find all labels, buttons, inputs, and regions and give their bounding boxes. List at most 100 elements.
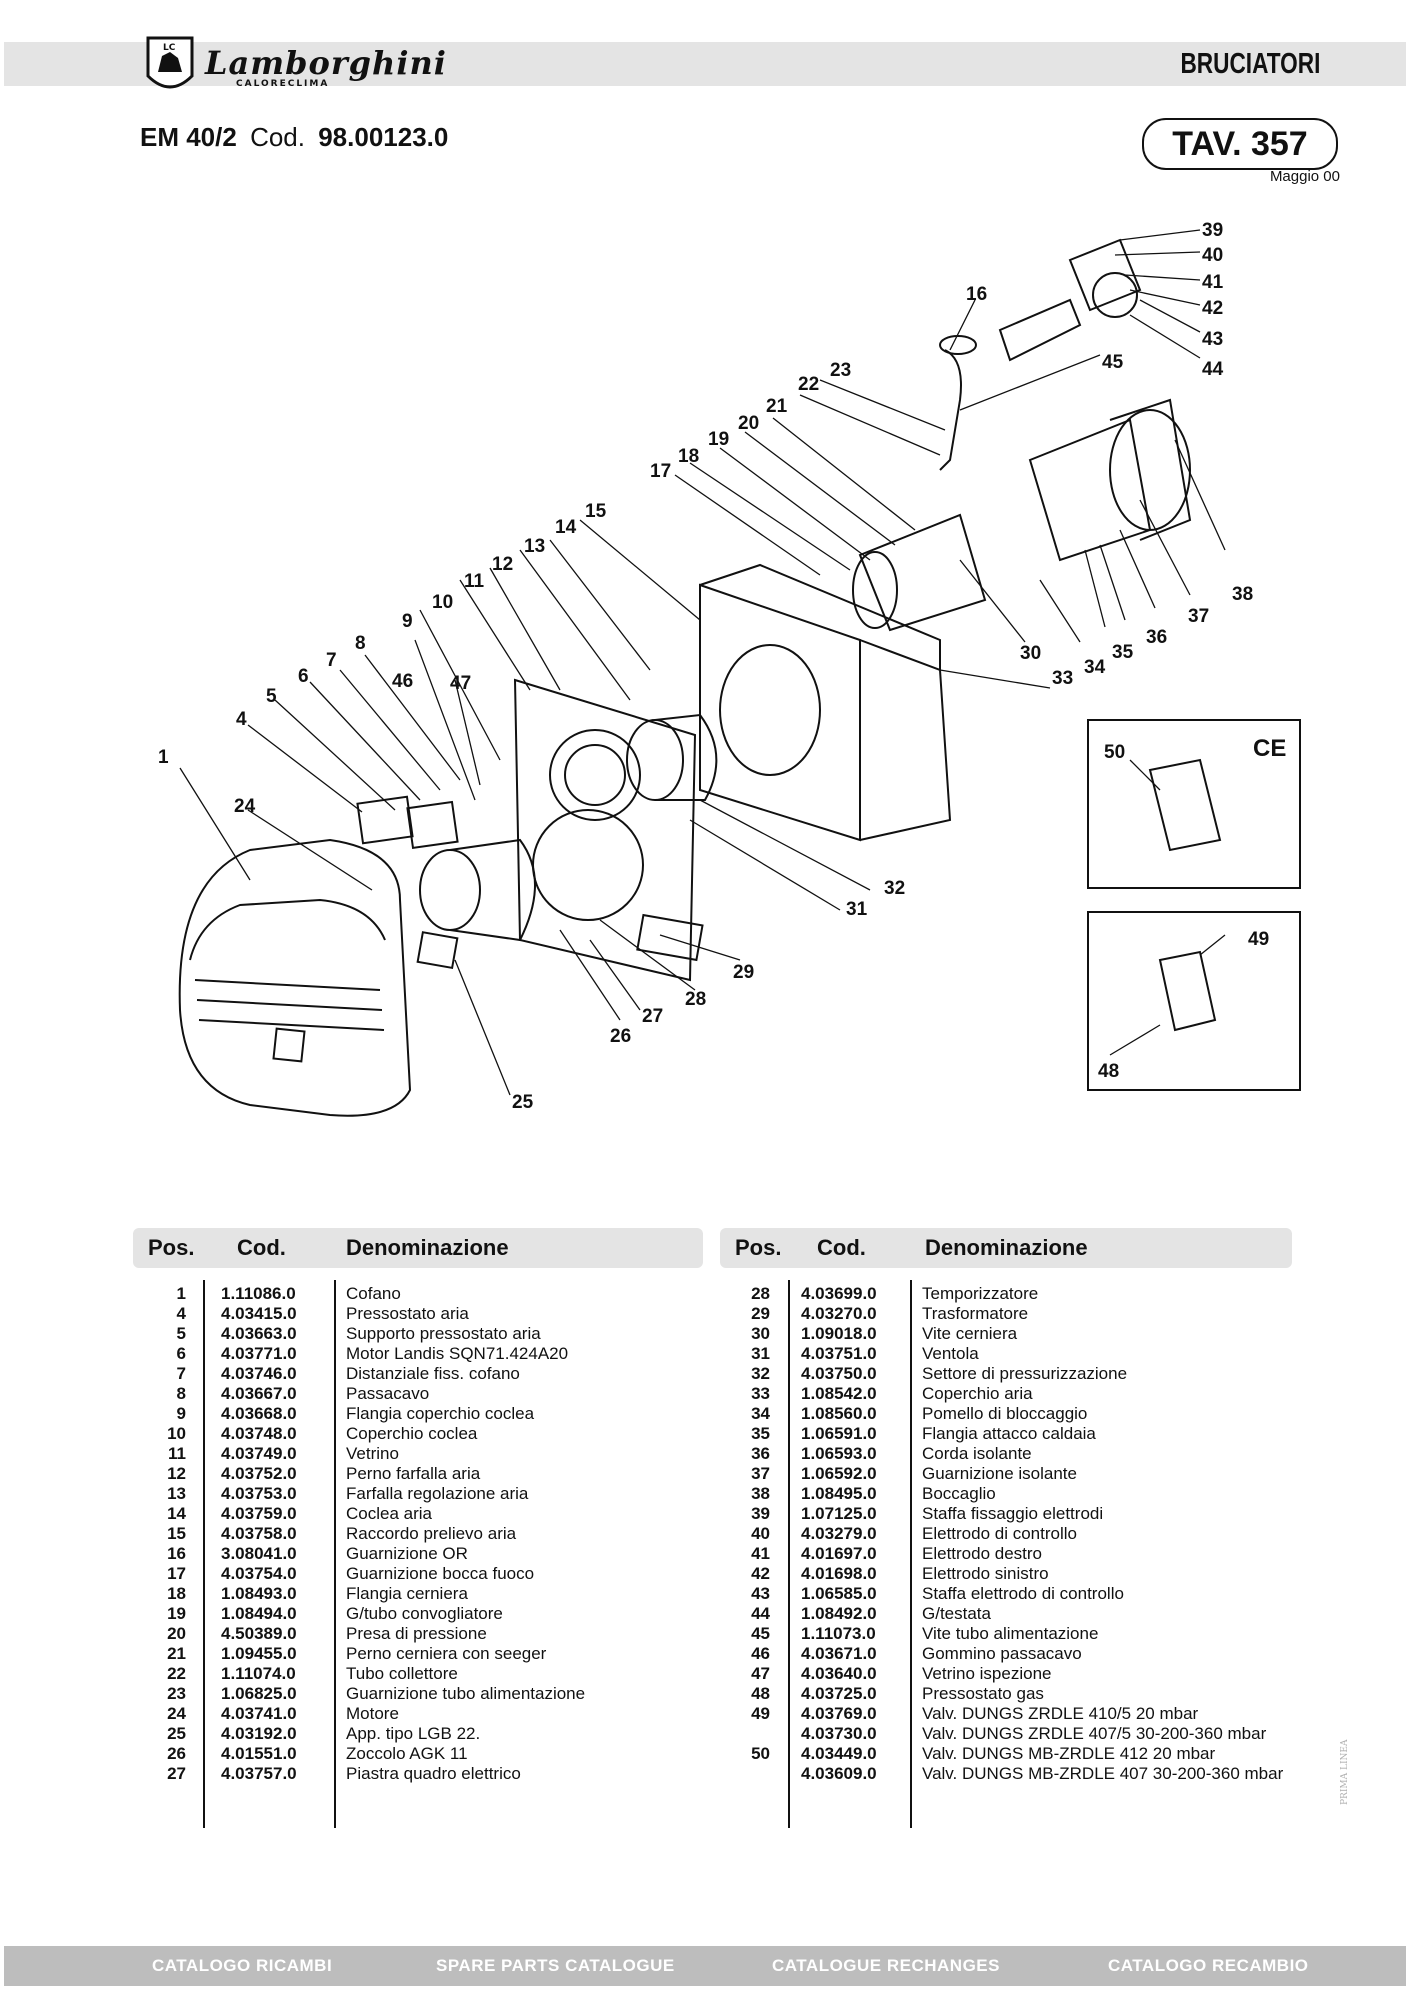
footer-label: CATALOGUE RECHANGES: [772, 1956, 1000, 1975]
row-code: 4.03192.0: [221, 1724, 297, 1743]
row-pos: 46: [751, 1644, 770, 1663]
row-code: 1.11073.0: [801, 1624, 876, 1643]
column-rule: [910, 1280, 912, 1828]
model-code: 98.00123.0: [318, 122, 449, 152]
row-code: 4.01551.0: [221, 1744, 297, 1763]
callout: 43: [1202, 329, 1223, 350]
row-description: Guarnizione OR: [346, 1544, 468, 1563]
svg-text:LC: LC: [163, 43, 176, 53]
callout: 20: [738, 413, 759, 434]
callout: 49: [1248, 929, 1269, 950]
row-pos: 40: [751, 1524, 770, 1543]
row-pos: 36: [751, 1444, 770, 1463]
row-code: 4.03749.0: [221, 1444, 297, 1463]
callout: 31: [846, 899, 868, 920]
callout: 14: [555, 517, 577, 538]
callout: 48: [1098, 1061, 1119, 1082]
row-code: 4.03753.0: [221, 1484, 297, 1503]
row-pos: 33: [751, 1384, 770, 1403]
brand-name: Lamborghini: [205, 44, 447, 82]
row-code: 4.03748.0: [221, 1424, 297, 1443]
row-pos: 1: [176, 1284, 186, 1303]
row-pos: 18: [167, 1584, 186, 1603]
column-rule: [203, 1280, 205, 1828]
header-den: Denominazione: [346, 1235, 509, 1260]
row-description: Flangia attacco caldaia: [922, 1424, 1096, 1443]
callout: 25: [512, 1092, 534, 1113]
row-description: Boccaglio: [922, 1484, 996, 1503]
row-code: 4.03741.0: [221, 1704, 297, 1723]
row-description: Elettrodo destro: [922, 1544, 1043, 1563]
callout: 26: [610, 1026, 631, 1047]
row-description: Flangia coperchio coclea: [346, 1404, 535, 1423]
table-header-left: Pos. Cod. Denominazione: [133, 1228, 703, 1268]
row-code: 4.03668.0: [221, 1404, 297, 1423]
row-code: 4.03751.0: [801, 1344, 877, 1363]
plate-number: TAV. 357: [1142, 118, 1338, 170]
row-description: Corda isolante: [922, 1444, 1032, 1463]
row-code: 4.03449.0: [801, 1744, 877, 1763]
row-description: Valv. DUNGS MB-ZRDLE 407 30-200-360 mbar: [922, 1764, 1284, 1783]
row-description: Vite tubo alimentazione: [922, 1624, 1099, 1643]
row-pos: 16: [167, 1544, 186, 1563]
row-description: Staffa elettrodo di controllo: [922, 1584, 1124, 1603]
callout: 11: [464, 571, 485, 592]
plate-date: Maggio 00: [1269, 168, 1340, 185]
callout: 44: [1202, 359, 1224, 380]
row-code: 4.03725.0: [801, 1684, 877, 1703]
row-description: Raccordo prelievo aria: [346, 1524, 517, 1543]
callout: 36: [1146, 627, 1167, 648]
callout: 12: [492, 554, 513, 575]
callout: 4: [236, 709, 247, 730]
callout: 18: [678, 446, 699, 467]
row-pos: 7: [176, 1364, 186, 1383]
row-description: Vetrino: [346, 1444, 399, 1463]
row-pos: 11: [168, 1444, 186, 1463]
row-description: G/testata: [922, 1604, 991, 1623]
row-pos: 49: [751, 1704, 770, 1723]
model-name: EM 40/2: [140, 122, 237, 152]
table-row: 11 4.03749.0 Vetrino: [0, 1444, 700, 1464]
row-code: 4.03758.0: [221, 1524, 297, 1543]
row-pos: 5: [176, 1324, 186, 1343]
callout: 37: [1188, 606, 1209, 627]
row-pos: 42: [751, 1564, 770, 1583]
row-pos: 14: [167, 1504, 186, 1523]
callout: 40: [1202, 245, 1223, 266]
row-description: Valv. DUNGS MB-ZRDLE 412 20 mbar: [922, 1744, 1216, 1763]
column-rule: [334, 1280, 336, 1828]
row-description: Distanziale fiss. cofano: [346, 1364, 520, 1383]
row-code: 4.03415.0: [221, 1304, 297, 1323]
row-pos: 44: [751, 1604, 770, 1623]
row-code: 1.08495.0: [801, 1484, 877, 1503]
row-description: Perno cerniera con seeger: [346, 1644, 547, 1663]
row-description: Pomello di bloccaggio: [922, 1404, 1088, 1423]
part-air-box: [699, 583, 861, 842]
row-code: 4.03757.0: [221, 1764, 297, 1783]
exploded-drawing: 1 4 5 6 7 8 9 10 11 12 13 14 15 16 17 18…: [158, 220, 1301, 1117]
inset-50: [1087, 719, 1301, 889]
row-code: 1.08493.0: [221, 1584, 297, 1603]
row-pos: 23: [167, 1684, 186, 1703]
callout: 30: [1020, 643, 1041, 664]
header-cod: Cod.: [237, 1235, 286, 1260]
row-pos: 24: [167, 1704, 186, 1723]
